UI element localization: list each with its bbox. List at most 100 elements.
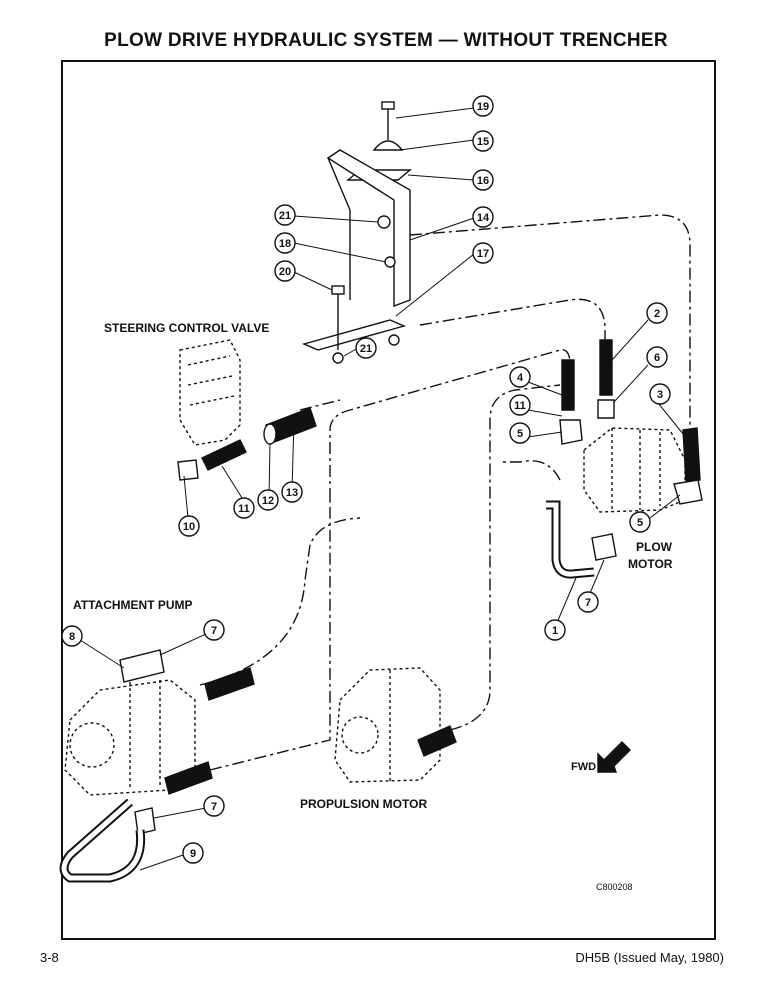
callout-circle: [646, 346, 668, 368]
callout-number: 5: [517, 428, 523, 440]
callout-number: 13: [286, 487, 298, 499]
callout-c4: 4: [509, 366, 531, 388]
callout-c14: 14: [472, 206, 494, 228]
callout-circle: [182, 842, 204, 864]
plow-motor: [583, 427, 686, 513]
page-title: PLOW DRIVE HYDRAULIC SYSTEM — WITHOUT TR…: [104, 30, 668, 51]
callout-number: 16: [477, 175, 489, 187]
callout-c13: 13: [281, 481, 303, 503]
label-attachment-pump: ATTACHMENT PUMP: [73, 598, 193, 612]
callout-number: 11: [514, 400, 526, 412]
steering-control-valve: [179, 339, 241, 446]
callout-circle: [646, 302, 668, 324]
callout-circle: [629, 511, 651, 533]
leader-lines: [79, 107, 689, 871]
callout-c9: 9: [182, 842, 204, 864]
label-plow-motor-line1: PLOW: [636, 540, 673, 554]
callout-circle: [509, 422, 531, 444]
callout-circle: [61, 625, 83, 647]
callout-circle: [355, 337, 377, 359]
callout-number: 9: [190, 848, 196, 860]
callout-number: 17: [477, 248, 489, 260]
callout-c7a: 7: [577, 591, 599, 613]
callout-circle: [649, 383, 671, 405]
callout-number: 19: [477, 101, 489, 113]
callout-c3: 3: [649, 383, 671, 405]
callout-circle: [274, 260, 296, 282]
callout-c5b: 5: [629, 511, 651, 533]
steering-fittings: [177, 407, 317, 481]
callout-number: 14: [477, 212, 490, 224]
callout-c1: 1: [544, 619, 566, 641]
callout-c8: 8: [61, 625, 83, 647]
callout-c15: 15: [472, 130, 494, 152]
callout-c7c: 7: [203, 795, 225, 817]
attachment-pump: [64, 679, 196, 796]
label-fwd: FWD: [571, 761, 596, 773]
callout-c6: 6: [646, 346, 668, 368]
callout-number: 2: [654, 308, 660, 320]
callout-circle: [509, 394, 531, 416]
callout-circle: [544, 619, 566, 641]
document-reference: DH5B (Issued May, 1980): [575, 950, 724, 965]
callout-number: 1: [552, 625, 558, 637]
callout-c12: 12: [257, 489, 279, 511]
callout-number: 21: [279, 210, 291, 222]
callout-number: 12: [262, 495, 274, 507]
callout-number: 20: [279, 266, 291, 278]
callout-c10: 10: [178, 515, 200, 537]
callout-c11a: 11: [509, 394, 531, 416]
callout-circle: [472, 206, 494, 228]
propulsion-fittings: [417, 725, 457, 757]
callout-number: 11: [238, 503, 250, 515]
callout-number: 6: [654, 352, 660, 364]
callout-circle: [472, 169, 494, 191]
callout-c17: 17: [472, 242, 494, 264]
callout-circle: [577, 591, 599, 613]
callout-circle: [233, 497, 255, 519]
callout-c18: 18: [274, 232, 296, 254]
callout-number: 7: [585, 597, 591, 609]
callout-circle: [257, 489, 279, 511]
callout-number: 15: [477, 136, 489, 148]
callout-circle: [274, 204, 296, 226]
callout-circle: [203, 795, 225, 817]
callout-number: 21: [360, 343, 372, 355]
callout-c20: 20: [274, 260, 296, 282]
plow-motor-fittings: [546, 339, 703, 579]
callout-c2: 2: [646, 302, 668, 324]
attachment-pump-fittings: [59, 649, 255, 883]
callout-circle: [281, 481, 303, 503]
callout-c7b: 7: [203, 619, 225, 641]
callout-number: 3: [657, 389, 663, 401]
callout-c16: 16: [472, 169, 494, 191]
drawing-code: C800208: [596, 882, 633, 892]
callout-circle: [472, 130, 494, 152]
callout-circle: [274, 232, 296, 254]
callout-c19: 19: [472, 95, 494, 117]
mounting-bracket-assembly: [301, 101, 412, 364]
label-propulsion-motor: PROPULSION MOTOR: [300, 797, 427, 811]
callout-number: 4: [517, 372, 524, 384]
callout-number: 7: [211, 625, 217, 637]
label-plow-motor-line2: MOTOR: [628, 557, 673, 571]
callout-number: 8: [69, 631, 75, 643]
callout-c5a: 5: [509, 422, 531, 444]
label-steering-control-valve: STEERING CONTROL VALVE: [104, 321, 269, 335]
hydraulic-lines: [199, 214, 691, 771]
propulsion-motor: [334, 667, 441, 783]
diagram-frame: [61, 60, 716, 940]
callout-c21b: 21: [355, 337, 377, 359]
callout-number: 7: [211, 801, 217, 813]
callout-c11b: 11: [233, 497, 255, 519]
callout-circle: [472, 95, 494, 117]
callout-number: 10: [183, 521, 195, 533]
callout-number: 18: [279, 238, 291, 250]
callout-c21a: 21: [274, 204, 296, 226]
page-number: 3-8: [40, 950, 59, 965]
callout-circle: [178, 515, 200, 537]
fwd-arrow-icon: [597, 741, 631, 773]
callout-circle: [203, 619, 225, 641]
